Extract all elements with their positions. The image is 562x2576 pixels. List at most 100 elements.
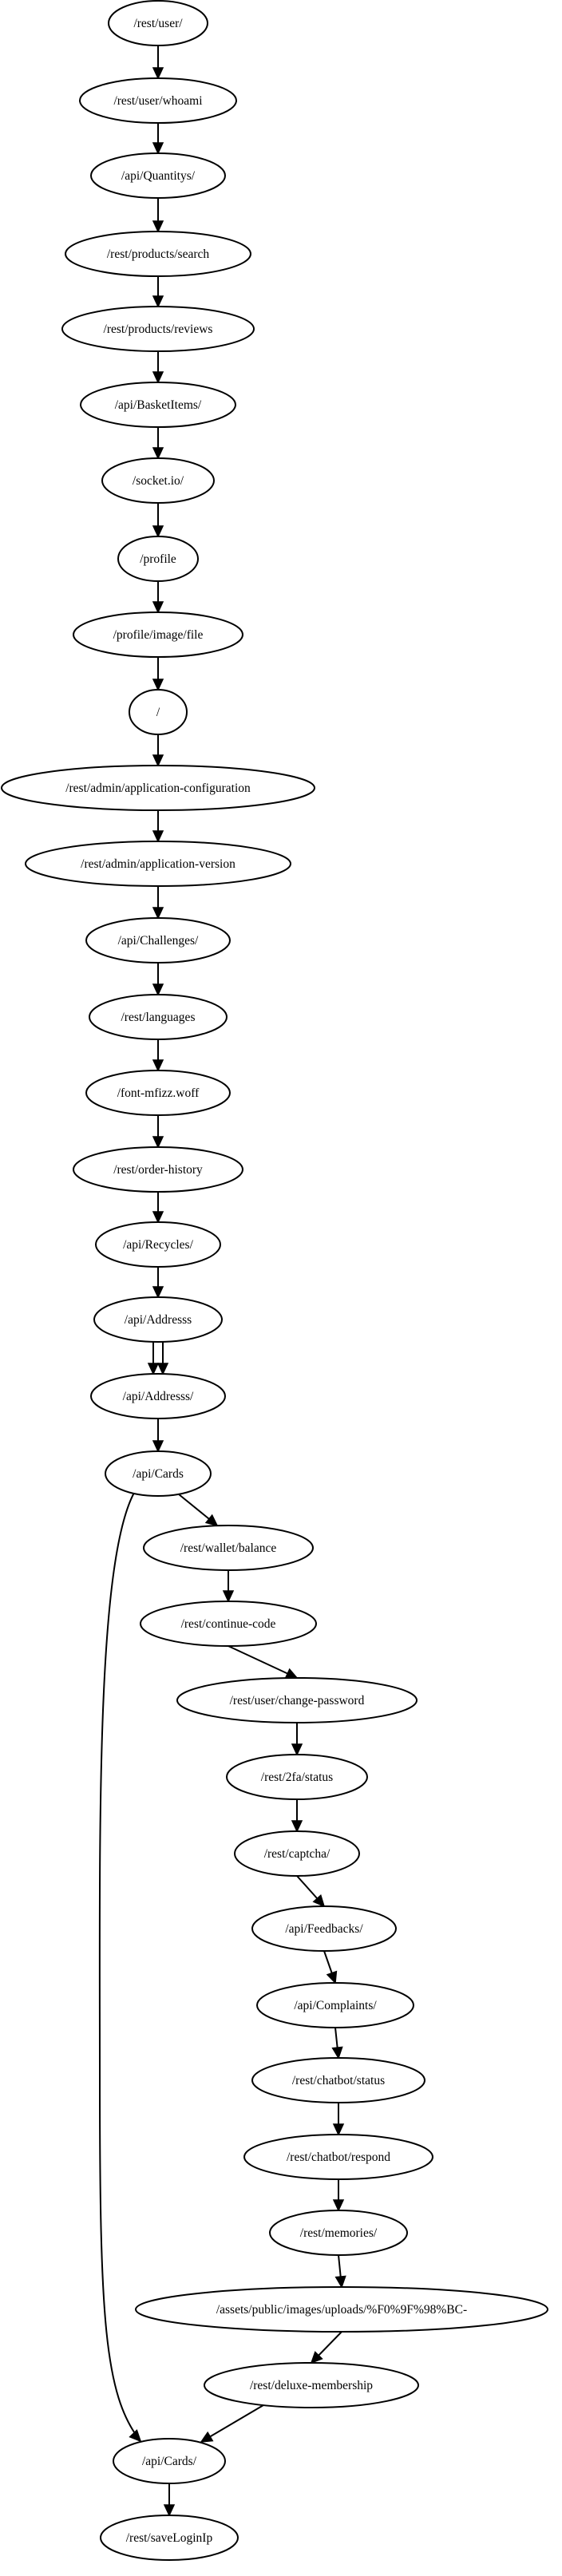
graph-node: /rest/continue-code xyxy=(140,1601,317,1647)
edge-n9-to-n10-arrowhead xyxy=(152,754,164,767)
edge-n3-to-n4-arrowhead xyxy=(152,295,164,308)
graph-node: /profile xyxy=(117,536,199,582)
edge-n19-to-n32 xyxy=(98,1492,141,2442)
graph-node: /font-mfizz.woff xyxy=(85,1070,231,1116)
node-ellipse xyxy=(251,1905,397,1952)
edge-n18-to-n19-arrowhead xyxy=(152,1440,164,1453)
node-ellipse xyxy=(65,231,251,277)
graph-node: /api/Quantitys/ xyxy=(90,152,226,199)
graph-node: /api/Cards/ xyxy=(113,2438,226,2484)
node-ellipse xyxy=(73,611,243,658)
edge-n7-to-n8-arrowhead xyxy=(152,601,164,614)
node-label: /api/BasketItems/ xyxy=(115,398,202,412)
node-label: /api/Addresss xyxy=(125,1313,192,1327)
edge-n8-to-n9-arrowhead xyxy=(152,679,164,691)
node-ellipse xyxy=(89,994,228,1040)
node-ellipse xyxy=(251,2057,425,2103)
graph-node: /api/Recycles/ xyxy=(95,1221,221,1268)
node-ellipse xyxy=(113,2438,226,2484)
graph-node: /api/BasketItems/ xyxy=(80,382,236,428)
edge-n31-to-n32 xyxy=(200,2404,264,2443)
node-ellipse xyxy=(129,689,188,735)
edge-n17-to-n18-2-arrowhead xyxy=(156,1363,169,1375)
node-ellipse xyxy=(226,1754,368,1800)
node-label: /rest/deluxe-membership xyxy=(250,2379,373,2392)
graph-node: /rest/memories/ xyxy=(269,2210,408,2256)
node-ellipse xyxy=(61,306,255,352)
graph-node: /api/Addresss/ xyxy=(90,1373,226,1419)
node-label: /rest/products/search xyxy=(107,247,210,261)
graph-node: /rest/order-history xyxy=(73,1146,243,1193)
node-ellipse xyxy=(73,1146,243,1193)
edge-n15-to-n16-arrowhead xyxy=(152,1211,164,1224)
edge-n16-to-n17-arrowhead xyxy=(152,1286,164,1299)
node-ellipse xyxy=(108,0,208,46)
edge-n2-to-n3-arrowhead xyxy=(152,220,164,233)
graph-node: /rest/chatbot/respond xyxy=(243,2134,433,2180)
edge-n19-to-n20-arrowhead xyxy=(204,1514,219,1527)
node-label: /api/Addresss/ xyxy=(123,1390,194,1403)
edges-layer xyxy=(98,46,346,2517)
graph-node: /rest/admin/application-version xyxy=(25,841,291,887)
edge-n5-to-n6-arrowhead xyxy=(152,447,164,460)
node-label: /font-mfizz.woff xyxy=(117,1086,200,1100)
node-ellipse xyxy=(204,2362,419,2408)
node-label: /rest/saveLoginIp xyxy=(126,2531,213,2545)
edge-n10-to-n11-arrowhead xyxy=(152,830,164,843)
node-ellipse xyxy=(100,2515,239,2561)
node-ellipse xyxy=(95,1221,221,1268)
node-ellipse xyxy=(90,1373,226,1419)
node-ellipse xyxy=(25,841,291,887)
node-label: /rest/memories/ xyxy=(300,2226,378,2240)
node-label: /socket.io/ xyxy=(133,474,184,488)
node-ellipse xyxy=(143,1525,314,1571)
node-ellipse xyxy=(79,77,237,124)
edge-n19-to-n32-arrowhead xyxy=(129,2429,142,2443)
node-label: /rest/user/ xyxy=(133,17,183,30)
node-ellipse xyxy=(117,536,199,582)
node-ellipse xyxy=(93,1296,223,1343)
edge-n32-to-n33-arrowhead xyxy=(163,2504,176,2517)
node-label: /api/Cards xyxy=(133,1467,184,1481)
edge-n6-to-n7-arrowhead xyxy=(152,525,164,538)
node-label: /rest/2fa/status xyxy=(261,1771,333,1784)
edge-n26-to-n27-arrowhead xyxy=(331,2046,343,2060)
node-label: /rest/languages xyxy=(121,1011,196,1024)
graph-node: /rest/products/reviews xyxy=(61,306,255,352)
node-label: /rest/captcha/ xyxy=(264,1847,330,1861)
graph-node: /api/Cards xyxy=(105,1450,212,1497)
graph-node: /rest/2fa/status xyxy=(226,1754,368,1800)
node-ellipse xyxy=(243,2134,433,2180)
node-ellipse xyxy=(85,917,231,964)
graph-node: /rest/deluxe-membership xyxy=(204,2362,419,2408)
edge-n20-to-n21-arrowhead xyxy=(222,1590,235,1603)
node-label: /profile/image/file xyxy=(113,628,204,642)
node-label: /profile xyxy=(140,552,176,566)
node-label: /api/Complaints/ xyxy=(294,1999,377,2012)
edge-n17-to-n18-1-arrowhead xyxy=(147,1363,160,1375)
node-ellipse xyxy=(101,457,215,504)
graph-node: /assets/public/images/uploads/%F0%9F%98%… xyxy=(135,2286,548,2333)
node-ellipse xyxy=(90,152,226,199)
graph-node: /rest/chatbot/status xyxy=(251,2057,425,2103)
node-ellipse xyxy=(256,1982,414,2028)
node-label: /api/Challenges/ xyxy=(118,934,199,948)
node-label: /assets/public/images/uploads/%F0%9F%98%… xyxy=(216,2303,467,2317)
node-label: /rest/admin/application-version xyxy=(81,857,235,871)
node-ellipse xyxy=(85,1070,231,1116)
graph-node: /rest/captcha/ xyxy=(234,1830,360,1877)
edge-n21-to-n22-arrowhead xyxy=(284,1668,299,1679)
node-label: /rest/products/reviews xyxy=(104,322,213,336)
graph-node: /rest/user/ xyxy=(108,0,208,46)
node-label: /api/Recycles/ xyxy=(123,1238,193,1252)
edge-n0-to-n1-arrowhead xyxy=(152,67,164,80)
node-label: / xyxy=(156,706,160,719)
graph-node: /api/Challenges/ xyxy=(85,917,231,964)
graph-node: /rest/languages xyxy=(89,994,228,1040)
node-ellipse xyxy=(105,1450,212,1497)
node-ellipse xyxy=(140,1601,317,1647)
edge-n27-to-n28-arrowhead xyxy=(332,2123,345,2136)
edge-n23-to-n24-arrowhead xyxy=(291,1820,303,1833)
edge-n31-to-n32-arrowhead xyxy=(200,2431,214,2443)
